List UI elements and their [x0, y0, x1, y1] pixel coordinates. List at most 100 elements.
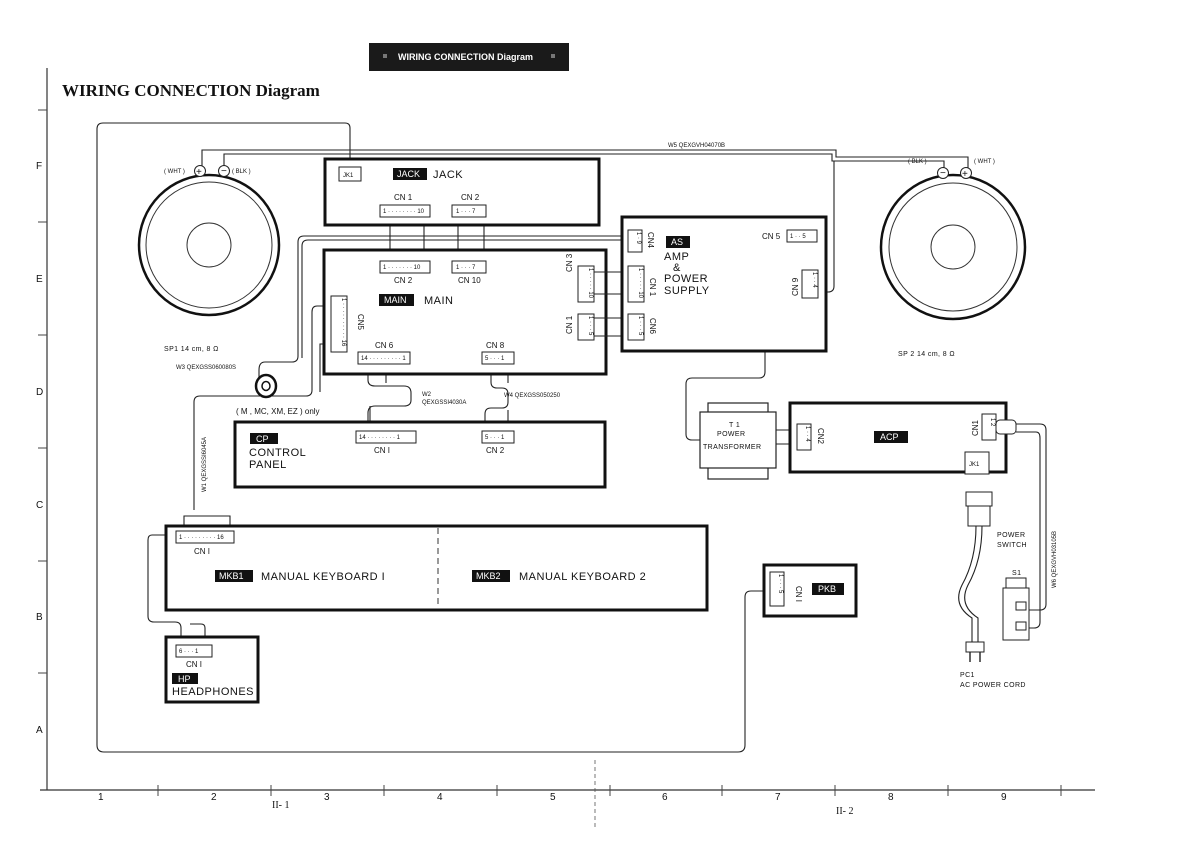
- pkb-cn1-connector: [769, 571, 785, 607]
- pkb-tag: [812, 583, 844, 595]
- header-tab-mark-right: [551, 54, 555, 58]
- power-cord-line-1: PC1: [960, 672, 975, 679]
- main-cn2-connector: [379, 260, 431, 274]
- acp-tag-label: ACP: [880, 432, 899, 442]
- grid-row-d: D: [36, 387, 43, 398]
- power-switch: [1002, 577, 1030, 641]
- power-transformer: [699, 402, 777, 480]
- grid-row-c: C: [36, 500, 43, 511]
- page-ref-1: II- 1: [272, 800, 290, 811]
- as-cn9-pins: 1 · · 4: [811, 272, 817, 288]
- main-cn8-label: CN 8: [486, 341, 505, 350]
- main-cn6-label: CN 6: [375, 341, 394, 350]
- main-cn1-connector: [577, 313, 595, 341]
- acp-tag: [874, 431, 908, 443]
- grid-col-9: 9: [1001, 792, 1007, 803]
- main-cn5-connector: [330, 295, 348, 353]
- grid-col-7: 7: [775, 792, 781, 803]
- main-cn10-pins: 1 · · · 7: [456, 265, 476, 271]
- page-ref-2: II- 2: [836, 806, 854, 817]
- grid-col-6: 6: [662, 792, 668, 803]
- main-tag-label: MAIN: [384, 295, 407, 305]
- grid-frame: [38, 68, 1095, 830]
- cp-cn1-connector: [355, 430, 417, 444]
- jack-tag: [393, 168, 427, 180]
- acp-cn1-label: CN1: [971, 419, 980, 436]
- as-cn4-connector: [627, 229, 643, 253]
- acp-cn1-pins: 1 2: [989, 418, 995, 427]
- as-name-line-3: POWER: [664, 273, 708, 285]
- as-cn5-pins: 1 · · 5: [790, 234, 806, 240]
- mkb2-tag: [472, 570, 510, 582]
- sp1-minus-terminal: [218, 165, 230, 177]
- main-cn2-label: CN 2: [394, 276, 413, 285]
- jack-jk1-label: JK1: [343, 173, 354, 179]
- ferrite-note: ( M , MC, XM, EZ ) only: [236, 407, 320, 416]
- wire-w3-label: W3 QEXGSS060080S: [176, 365, 236, 371]
- main-to-as-links: [594, 271, 628, 337]
- main-cn6-connector: [357, 351, 411, 365]
- main-cn2-pins: 1 · · · · · · · 10: [383, 265, 421, 271]
- main-cn1-pins: 1 · · · 5: [587, 316, 593, 336]
- sp1-plus-sign: +: [196, 167, 202, 178]
- cp-name-line-1: CONTROL: [249, 447, 306, 459]
- sp2-minus-sign: −: [940, 168, 946, 179]
- as-cn4-label: CN4: [646, 232, 655, 249]
- wire-w4-label: W4 QEXGSS050250: [504, 393, 561, 399]
- hp-tag: [172, 673, 198, 684]
- as-cn9-connector: [801, 269, 819, 299]
- jack-name: JACK: [433, 169, 463, 181]
- wire-w2-code: QEXGSSI4030A: [422, 400, 466, 406]
- cp-cn2-connector: [481, 430, 515, 444]
- wire-w1-label: W1 QEXGSSI6045A: [202, 437, 208, 492]
- main-cn10-label: CN 10: [458, 276, 481, 285]
- hp-cn1-label: CN I: [186, 660, 202, 669]
- as-cn6-pins: 1 · · · 5: [637, 316, 643, 336]
- mkb1-cn1-label: CN I: [194, 547, 210, 556]
- main-cn3-connector: [577, 265, 595, 303]
- mkb1-tag: [215, 570, 253, 582]
- wire-w6-label: W6 QEXGVH03105B: [1052, 531, 1058, 588]
- sp2-plus-label: ( WHT ): [974, 159, 995, 165]
- main-cn5-label: CN5: [356, 314, 365, 331]
- main-cn1-label: CN 1: [565, 315, 574, 334]
- sp2-minus-terminal: [937, 167, 949, 179]
- hp-tag-label: HP: [178, 674, 191, 684]
- cp-name-line-2: PANEL: [249, 459, 287, 471]
- grid-col-5: 5: [550, 792, 556, 803]
- as-cn9-label: CN 9: [791, 277, 800, 296]
- power-cord-line-2: AC POWER CORD: [960, 682, 1026, 689]
- main-cn10-connector: [451, 260, 487, 274]
- as-cn6-label: CN6: [648, 318, 657, 335]
- sp2-plus-sign: +: [962, 169, 968, 180]
- grid-col-3: 3: [324, 792, 330, 803]
- as-cn5-label: CN 5: [762, 232, 781, 241]
- header-tab: [369, 43, 569, 71]
- power-switch-line-2: SWITCH: [997, 542, 1027, 549]
- as-cn1-connector: [627, 265, 645, 303]
- jack-cn1-connector: [379, 204, 431, 218]
- cp-board: [233, 420, 607, 489]
- cp-cn1-label: CN I: [374, 446, 390, 455]
- as-name-line-4: SUPPLY: [664, 285, 710, 297]
- speaker-sp2: [879, 173, 1027, 321]
- grid-row-f: F: [36, 161, 42, 172]
- page-title: WIRING CONNECTION Diagram: [62, 81, 320, 100]
- jack-tag-label: JACK: [397, 169, 420, 179]
- main-cn3-label: CN 3: [565, 253, 574, 272]
- main-tag: [379, 294, 414, 306]
- grid-col-2: 2: [211, 792, 217, 803]
- as-tag-label: AS: [671, 237, 683, 247]
- as-cn4-pins: 1 · 9: [635, 232, 641, 245]
- jack-cn1-pins: 1 · · · · · · · · 10: [383, 209, 425, 215]
- main-cn3-pins: 1 · · · · · 10: [587, 268, 593, 299]
- sp1-plus-terminal: [194, 165, 206, 177]
- as-cn1-label: CN 1: [648, 278, 657, 297]
- hp-name: HEADPHONES: [172, 686, 254, 698]
- wire-w2-label: W2: [422, 392, 432, 398]
- grid-col-1: 1: [98, 792, 104, 803]
- acp-plug: [995, 419, 1017, 435]
- power-switch-id: S1: [1012, 570, 1021, 577]
- pkb-cn1-label: CN I: [794, 586, 803, 602]
